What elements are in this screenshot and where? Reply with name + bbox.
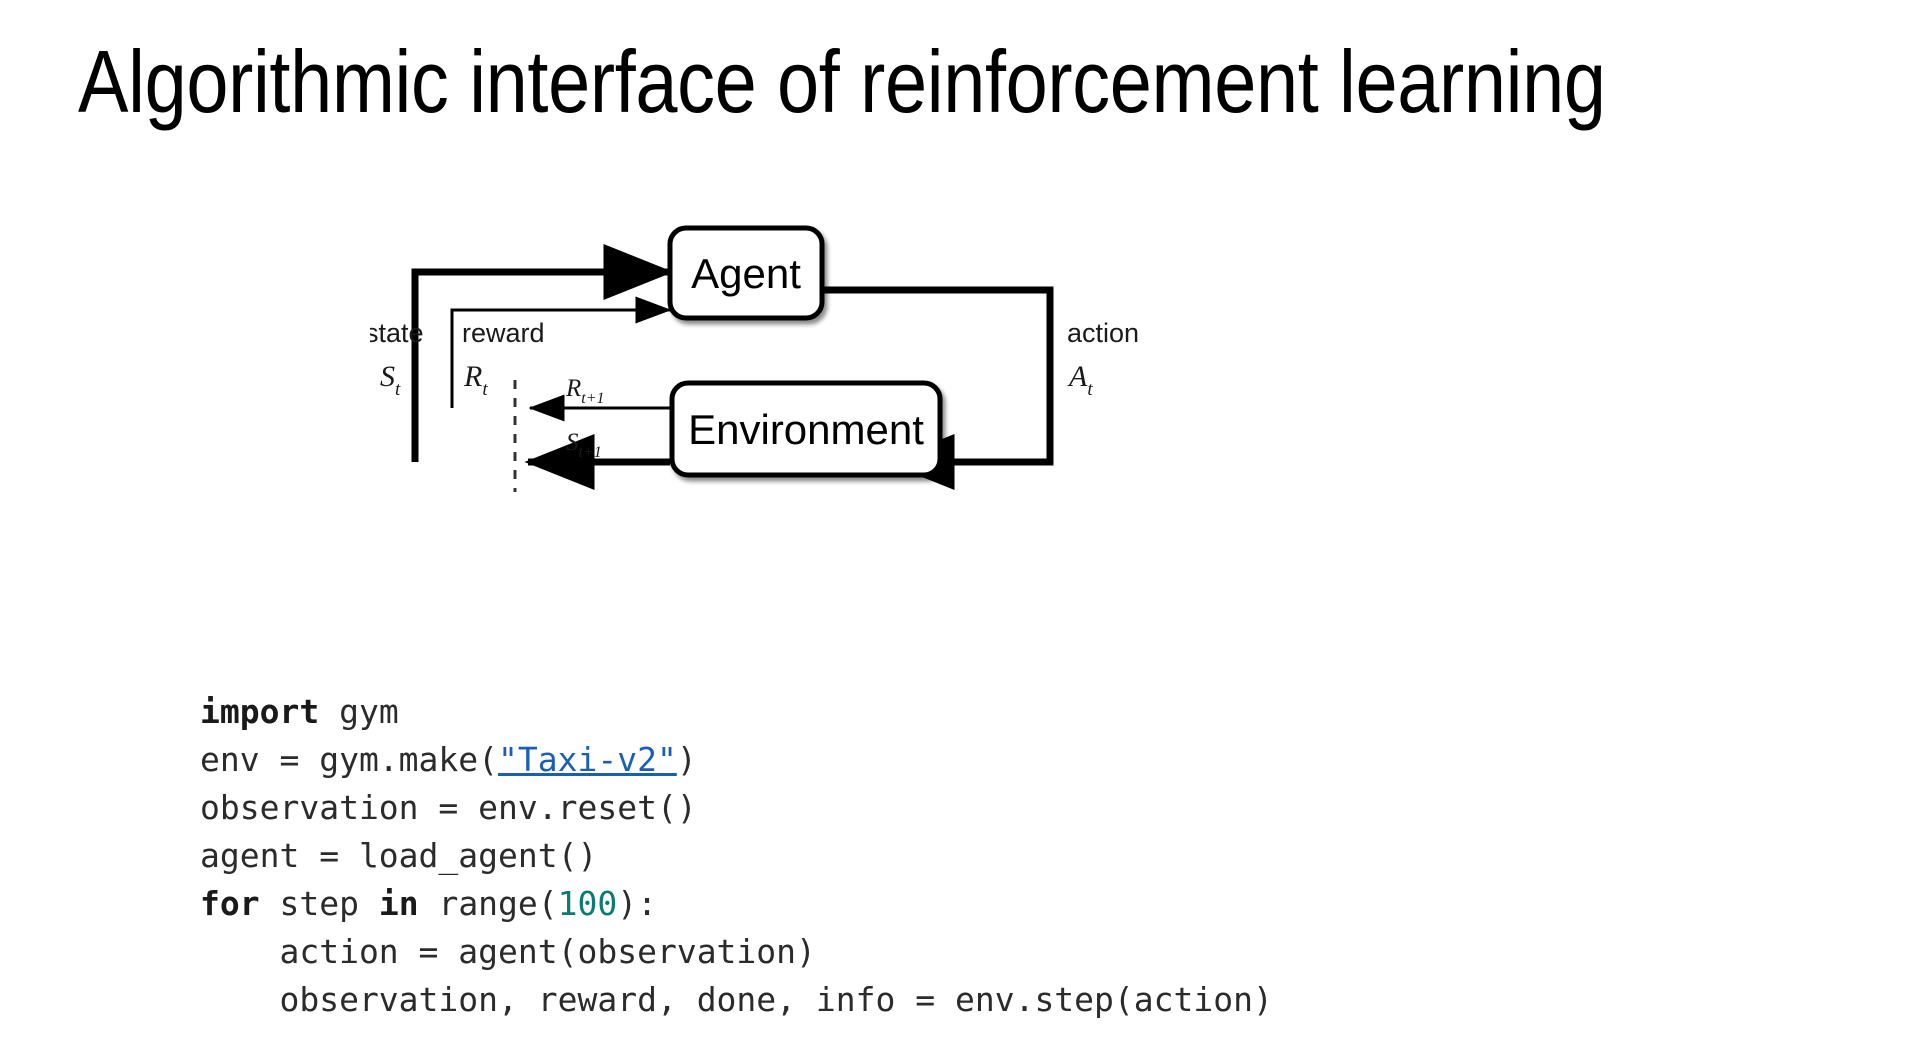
environment-box-label: Environment (688, 406, 924, 453)
env-id-link[interactable]: "Taxi-v2" (498, 740, 677, 779)
code-token: for (200, 884, 260, 923)
label-reward: reward Rt (462, 318, 545, 400)
code-token: step (259, 884, 379, 923)
code-line: agent = load_agent() (200, 832, 1273, 880)
agent-box-label: Agent (691, 250, 801, 297)
code-line: import gym (200, 688, 1273, 736)
code-line: observation, reward, done, info = env.st… (200, 976, 1273, 1024)
code-token: env = gym.make( (200, 740, 499, 779)
action-word-label: action (1067, 318, 1139, 348)
rl-interaction-diagram: Agent Environment state St reward Rt act… (370, 200, 1470, 540)
code-token: range( (418, 884, 558, 923)
action-symbol: At (1067, 360, 1093, 400)
state-next-symbol: St+1 (566, 429, 602, 461)
code-line: observation = env.reset() (200, 784, 1273, 832)
code-token: observation = env.reset() (200, 788, 697, 827)
code-token: import (200, 692, 320, 731)
reward-symbol: Rt (463, 360, 488, 400)
state-symbol: St (380, 360, 401, 400)
page-title: Algorithmic interface of reinforcement l… (78, 32, 1606, 131)
label-state: state St (370, 318, 424, 400)
code-line: action = agent(observation) (200, 928, 1273, 976)
code-token: in (378, 884, 419, 923)
code-token: observation, reward, done, info = env.st… (200, 980, 1273, 1019)
code-token: agent = load_agent() (200, 836, 598, 875)
label-reward-next: Rt+1 (565, 375, 605, 407)
label-state-next: St+1 (566, 429, 602, 461)
code-token: ): (617, 884, 658, 923)
code-token: ) (676, 740, 697, 779)
code-line: for step in range(100): (200, 880, 1273, 928)
rl-diagram-svg: Agent Environment state St reward Rt act… (370, 225, 1139, 492)
node-agent: Agent (667, 225, 825, 321)
agent-box-shape (667, 225, 825, 321)
node-environment: Environment (669, 380, 943, 478)
code-token: gym (319, 692, 399, 731)
label-action: action At (1067, 318, 1139, 400)
code-line: env = gym.make("Taxi-v2") (200, 736, 1273, 784)
reward-next-symbol: Rt+1 (565, 375, 605, 407)
edge-reward (450, 296, 672, 408)
environment-box-shape (669, 380, 943, 478)
code-token: action = agent(observation) (200, 932, 816, 971)
code-token: 100 (557, 884, 618, 923)
state-word-label: state (370, 318, 424, 348)
reward-word-label: reward (462, 318, 545, 348)
